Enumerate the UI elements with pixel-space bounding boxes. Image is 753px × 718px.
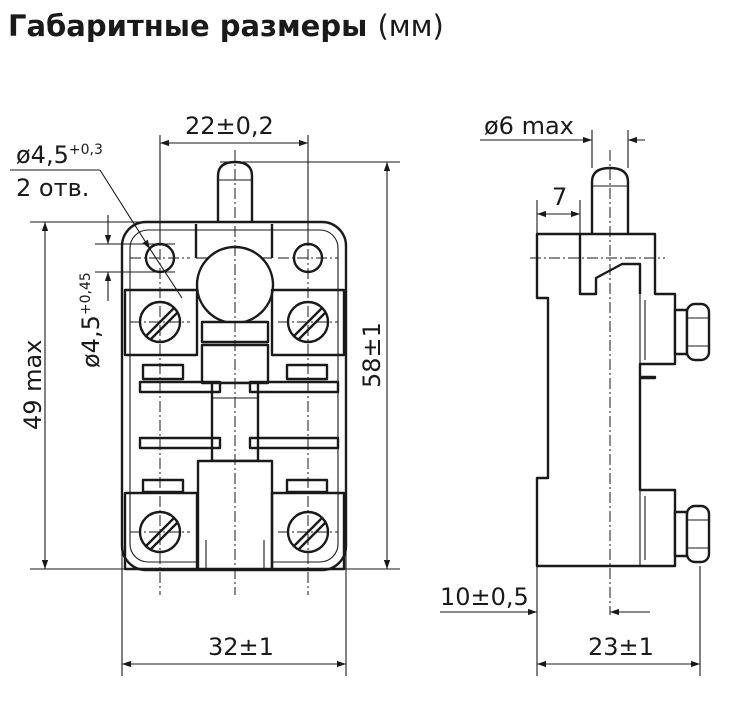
dim-hole-diameter: ø4,5 (16, 141, 69, 169)
side-dimension-lines (440, 130, 701, 676)
side-view (530, 150, 711, 615)
dim-plunger-diameter: ø6 max (484, 112, 574, 140)
title-unit: (мм) (377, 9, 444, 43)
dim-height-total: 58±1 (358, 322, 386, 388)
dim-slot-diameter-tol: +0,45 (78, 272, 94, 315)
side-screw-bottom (685, 504, 711, 564)
dim-width-front: 32±1 (208, 633, 274, 661)
dim-depth-side: 23±1 (588, 633, 654, 661)
dim-hole-count: 2 отв. (16, 174, 89, 202)
dim-hole-diameter-label: ø4,5+0,3 (16, 141, 103, 169)
dim-slot-diameter: ø4,5 (77, 315, 105, 368)
dim-base-offset: 10±0,5 (440, 583, 529, 611)
terminal-block-ll (123, 491, 199, 571)
front-view (120, 150, 348, 595)
side-screw-top (685, 302, 711, 362)
dim-hole-spacing: 22±0,2 (185, 112, 274, 140)
dim-slot-diameter-label: ø4,5+0,45 (77, 272, 105, 368)
terminal-block-ul (123, 288, 199, 357)
front-dimension-lines (10, 135, 400, 676)
side-body-outline (535, 232, 677, 568)
dim-hole-diameter-tol: +0,3 (69, 142, 103, 158)
title-text: Габаритные размеры (8, 9, 368, 43)
dim-height-max: 49 max (19, 340, 47, 430)
dim-plunger-offset: 7 (552, 183, 567, 211)
page-title: Габаритные размеры (мм) (8, 4, 444, 48)
